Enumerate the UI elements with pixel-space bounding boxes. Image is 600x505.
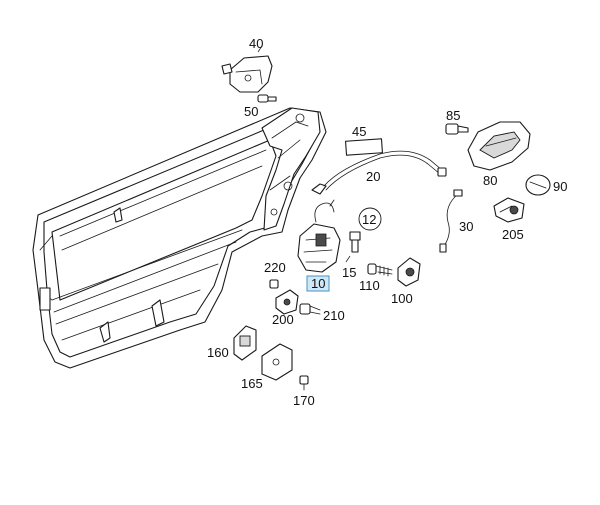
door-frame [32,107,327,369]
label-15: 15 [342,265,356,280]
label-50: 50 [244,104,258,119]
label-12: 12 [362,212,376,227]
door-exploded-view: 10 12 15 20 30 40 45 50 80 85 90 100 110… [32,36,567,408]
label-200: 200 [272,312,294,327]
label-80: 80 [483,173,497,188]
callout-labels: 10 12 15 20 30 40 45 50 80 85 90 100 110… [207,36,567,408]
label-85: 85 [446,108,460,123]
part-170-screw [299,375,309,391]
part-210-bolt [299,303,321,315]
label-10[interactable]: 10 [311,276,325,291]
part-200-plate [275,289,299,315]
label-90: 90 [553,179,567,194]
part-12-bolt [349,231,361,253]
part-20-rod [311,150,447,195]
part-10-door-lock[interactable] [297,199,341,273]
label-220: 220 [264,260,286,275]
label-45: 45 [352,124,366,139]
label-210: 210 [323,308,345,323]
label-12-circle [358,207,382,231]
label-40: 40 [249,36,263,51]
label-30: 30 [459,219,473,234]
label-100: 100 [391,291,413,306]
highlight-box-10 [306,275,330,292]
part-80-handle [467,121,531,171]
part-40-bracket [221,45,273,93]
label-170: 170 [293,393,315,408]
part-50-screw [257,94,277,103]
label-160: 160 [207,345,229,360]
leader-15 [345,255,351,263]
label-165: 165 [241,376,263,391]
label-110: 110 [359,278,380,293]
part-90-cover [525,174,551,196]
part-45-pad [345,138,383,156]
part-110-screw [367,263,393,277]
part-100-striker [397,257,421,287]
part-220-screw [269,279,279,289]
label-205: 205 [502,227,524,242]
part-30-cable [439,189,463,253]
label-20: 20 [366,169,380,184]
part-205-cylinder [493,197,525,223]
part-85-screw [445,123,469,135]
part-165-bracket [261,343,293,381]
part-160-module [233,325,257,361]
